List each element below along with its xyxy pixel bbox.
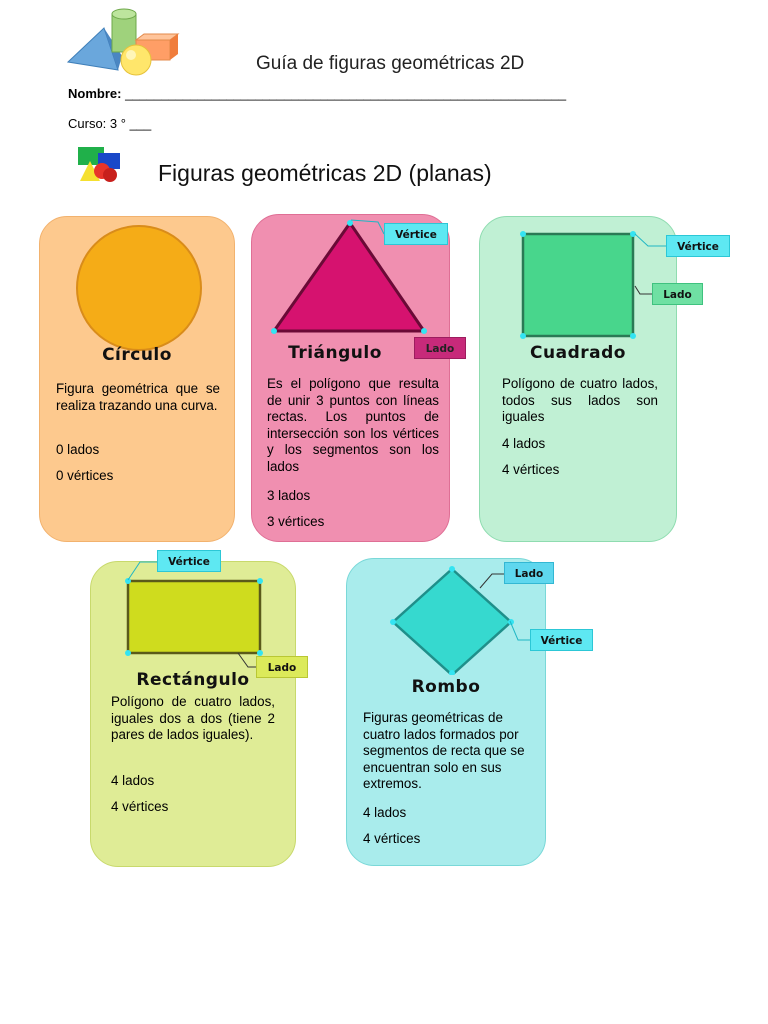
sides-count: 0 lados (56, 442, 100, 457)
triangle-shape (271, 220, 427, 334)
card-cuadrado: Cuadrado Polígono de cuatro lados, todos… (479, 216, 677, 542)
sides-count: 4 lados (502, 436, 546, 451)
vertex-label-rhombus: Vértice (530, 629, 593, 651)
card-title: Círculo (102, 345, 172, 365)
card-title: Rectángulo (136, 670, 250, 690)
sides-count: 4 lados (363, 805, 407, 820)
sides-count: 4 lados (111, 773, 155, 788)
card-title: Rombo (411, 677, 481, 697)
vertex-label-triangle: Vértice (384, 223, 448, 245)
card-title: Cuadrado (530, 343, 626, 363)
nombre-line: ________________________________________… (125, 86, 567, 101)
side-label-triangle: Lado (414, 337, 466, 359)
curso-value: 3 ° ___ (109, 116, 152, 131)
card-description: Figura geométrica que se realiza trazand… (56, 381, 220, 413)
side-label-rhombus: Lado (504, 562, 554, 584)
square-shape (520, 231, 636, 339)
card-rombo: Rombo Figuras geométricas de cuatro lado… (346, 558, 546, 866)
document-title: Guía de figuras geométricas 2D (256, 53, 525, 74)
vertex-label-rectangle: Vértice (157, 550, 221, 572)
nombre-label: Nombre: (68, 86, 122, 101)
card-rectangulo: Rectángulo Polígono de cuatro lados, igu… (90, 561, 296, 867)
vertices-count: 4 vértices (363, 831, 421, 846)
side-label-rectangle: Lado (256, 656, 308, 678)
card-title: Triángulo (288, 343, 382, 363)
rectangle-shape (125, 578, 263, 656)
card-description: Es el polígono que resulta de unir 3 pun… (267, 376, 439, 474)
card-triangulo: Triángulo Es el polígono que resulta de … (251, 214, 450, 542)
card-description: Figuras geométricas de cuatro lados form… (363, 710, 525, 791)
vertices-count: 4 vértices (502, 462, 560, 477)
geometric-solids-logo-icon (66, 8, 180, 76)
nombre-field[interactable]: Nombre: ________________________________… (68, 86, 566, 101)
sides-count: 3 lados (267, 488, 311, 503)
curso-field[interactable]: Curso: 3 ° ___ (68, 116, 151, 131)
section-title: Figuras geométricas 2D (planas) (158, 160, 492, 186)
rhombus-shape (390, 566, 514, 675)
card-circulo: Círculo Figura geométrica que se realiza… (39, 216, 235, 542)
circle-shape (76, 225, 202, 351)
vertices-count: 4 vértices (111, 799, 169, 814)
vertices-count: 3 vértices (267, 514, 325, 529)
flat-shapes-icon (78, 147, 120, 182)
vertex-label-square: Vértice (666, 235, 730, 257)
card-description: Polígono de cuatro lados, iguales dos a … (111, 694, 275, 742)
curso-label: Curso: (68, 116, 107, 131)
card-description: Polígono de cuatro lados, todos sus lado… (502, 376, 658, 424)
vertices-count: 0 vértices (56, 468, 114, 483)
side-label-square: Lado (652, 283, 703, 305)
